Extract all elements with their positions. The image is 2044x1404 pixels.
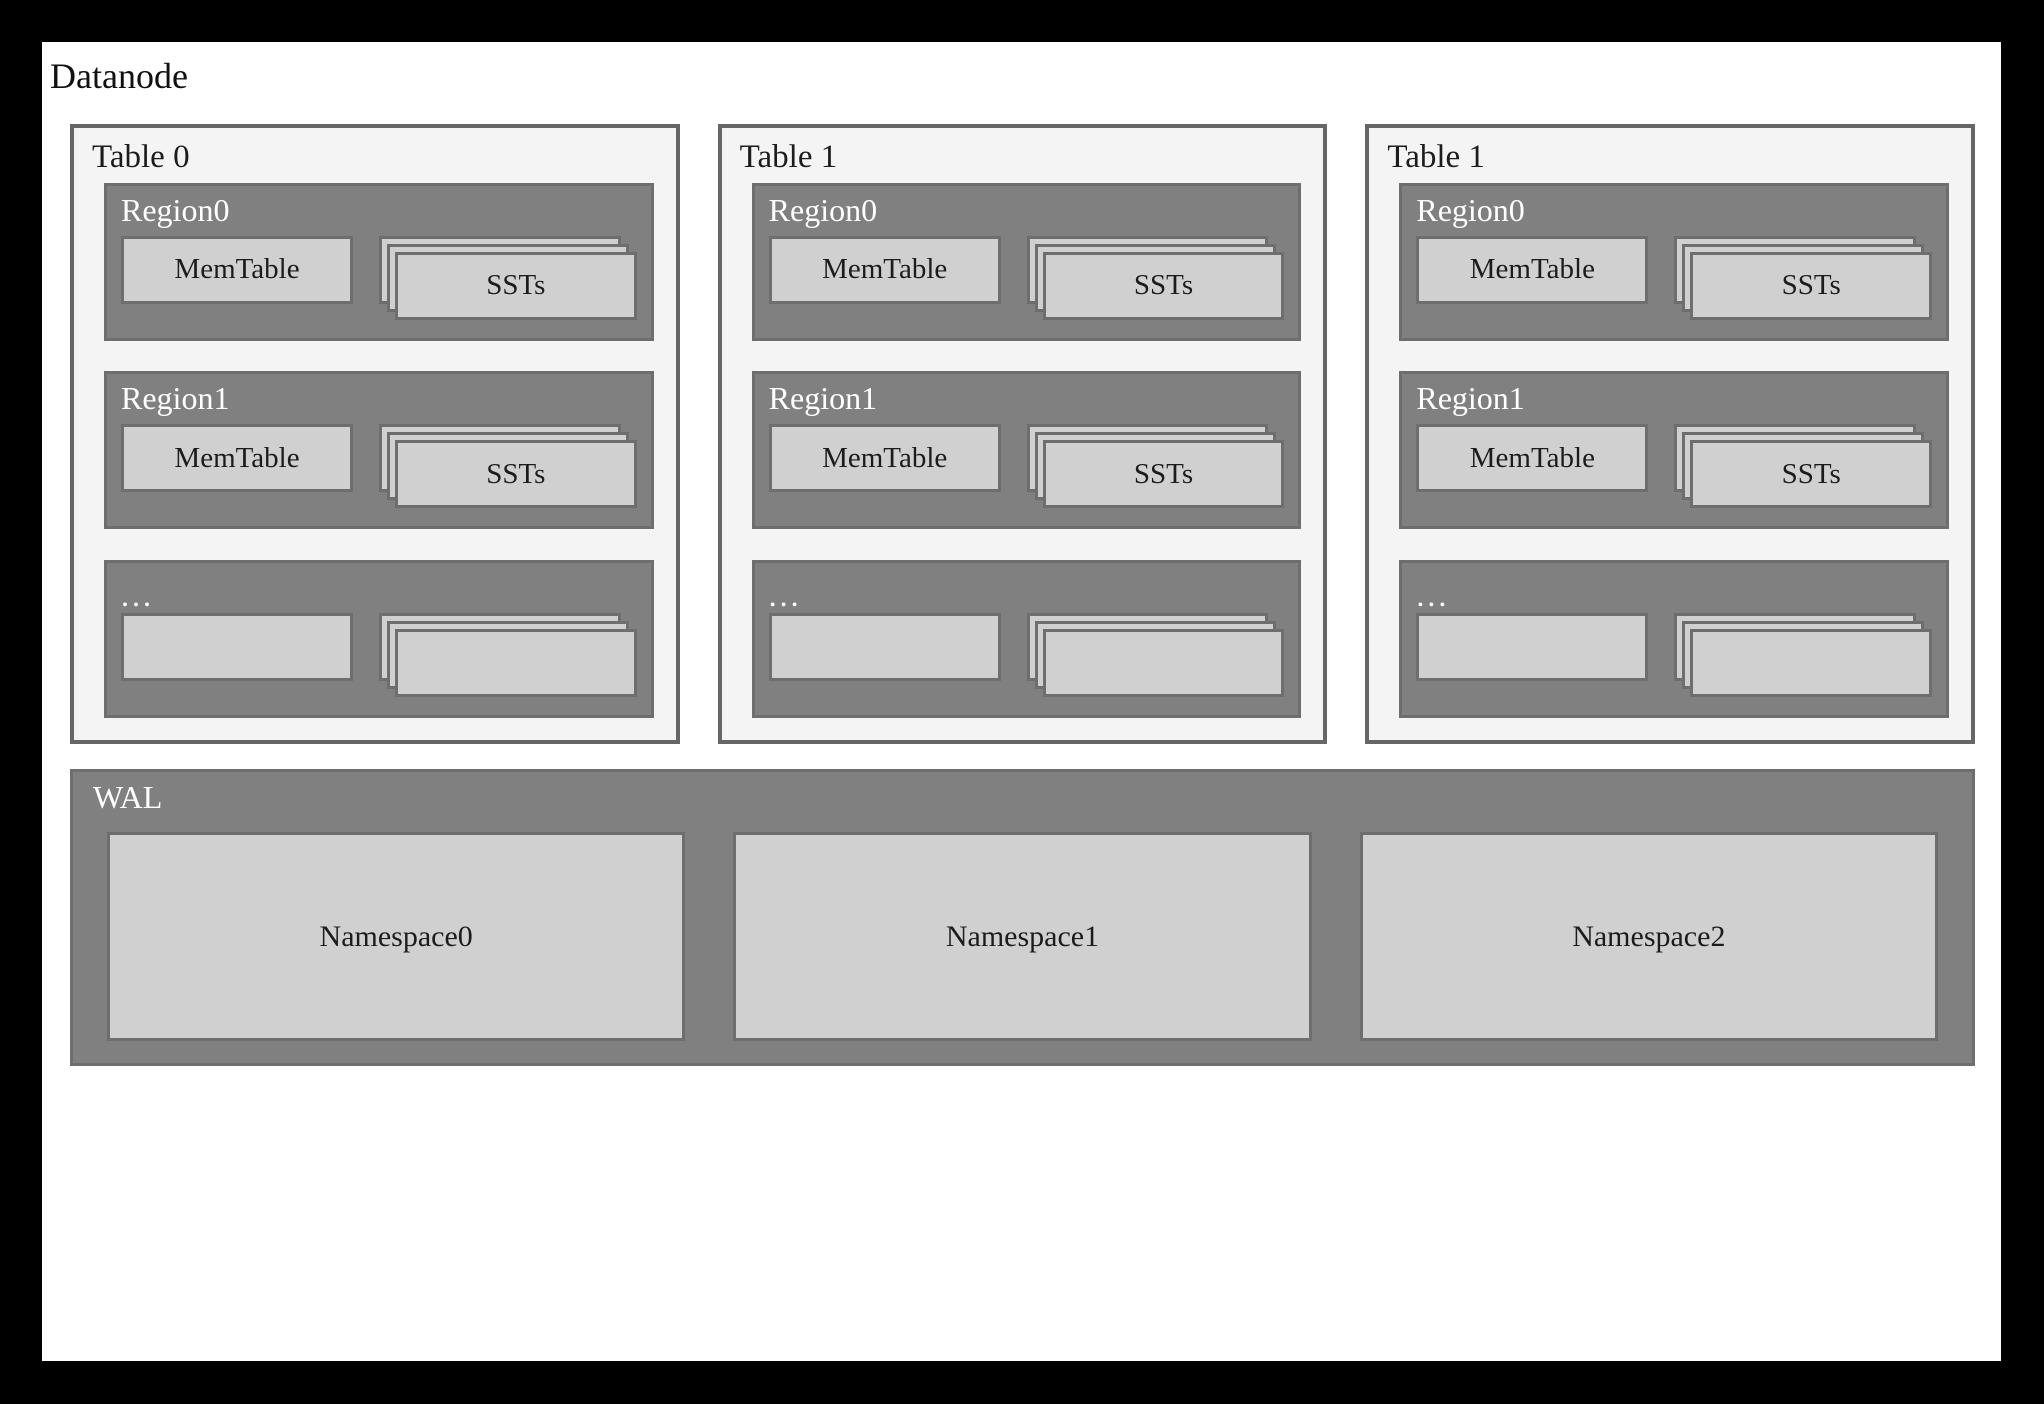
region-body	[121, 613, 637, 701]
tables-row: Table 0 Region0 MemTable SSTs Region1	[70, 124, 1976, 744]
sst-layer-front	[395, 629, 637, 697]
region-body	[768, 613, 1285, 701]
ellipsis-label: ...	[121, 577, 154, 613]
region-block[interactable]: Region0 MemTable SSTs	[104, 182, 654, 341]
region-block-ellipsis[interactable]: ...	[1399, 560, 1950, 718]
region-block-ellipsis[interactable]: ...	[104, 560, 654, 718]
memtable-box[interactable]	[768, 613, 1001, 681]
table-panel-1[interactable]: Table 1 Region0 MemTable SSTs Region1	[717, 124, 1328, 744]
sst-layer-front: SSTs	[1690, 440, 1933, 509]
memtable-box[interactable]: MemTable	[768, 235, 1001, 304]
region-body: MemTable SSTs	[121, 424, 637, 512]
sst-layer-front: SSTs	[1690, 251, 1933, 320]
ssts-stack[interactable]: SSTs	[379, 424, 637, 509]
namespace-row: Namespace0 Namespace1 Namespace2	[107, 832, 1938, 1041]
region-block[interactable]: Region1 MemTable SSTs	[104, 371, 654, 530]
memtable-box[interactable]: MemTable	[121, 424, 354, 493]
wal-label: WAL	[93, 779, 163, 815]
memtable-box[interactable]: MemTable	[1416, 235, 1649, 304]
ssts-stack[interactable]	[1026, 613, 1285, 697]
sst-layer-front: SSTs	[395, 440, 637, 509]
sst-layer-front	[1690, 629, 1933, 697]
sst-layer-front: SSTs	[1042, 251, 1285, 320]
region-body: MemTable SSTs	[1416, 235, 1933, 324]
wal-band[interactable]: WAL Namespace0 Namespace1 Namespace2	[70, 769, 1975, 1066]
table-title: Table 1	[739, 139, 838, 175]
regions-stack: Region0 MemTable SSTs Region1 MemTable	[88, 182, 662, 726]
namespace-box-2[interactable]: Namespace2	[1359, 832, 1938, 1041]
ssts-stack[interactable]: SSTs	[1674, 424, 1933, 509]
region-body: MemTable SSTs	[768, 424, 1285, 512]
table-title: Table 0	[92, 139, 190, 175]
region-label: Region0	[768, 191, 878, 228]
ssts-stack[interactable]: SSTs	[1026, 235, 1285, 320]
datanode-canvas: Datanode Table 0 Region0 MemTable SSTs	[42, 42, 2001, 1361]
table-panel-0[interactable]: Table 0 Region0 MemTable SSTs Region1	[70, 124, 680, 744]
table-panel-2[interactable]: Table 1 Region0 MemTable SSTs Region1	[1365, 124, 1976, 744]
region-body: MemTable SSTs	[1416, 424, 1933, 512]
table-title: Table 1	[1387, 139, 1485, 175]
region-block-ellipsis[interactable]: ...	[751, 560, 1302, 718]
page-title: Datanode	[50, 56, 188, 96]
ellipsis-label: ...	[768, 577, 802, 613]
region-label: Region1	[768, 380, 878, 417]
memtable-box[interactable]	[1416, 613, 1649, 681]
region-block[interactable]: Region0 MemTable SSTs	[751, 182, 1302, 341]
region-block[interactable]: Region1 MemTable SSTs	[1399, 371, 1950, 530]
ssts-stack[interactable]: SSTs	[379, 235, 637, 320]
sst-layer-front	[1042, 629, 1285, 697]
namespace-box-0[interactable]: Namespace0	[107, 832, 686, 1041]
memtable-box[interactable]: MemTable	[768, 424, 1001, 493]
regions-stack: Region0 MemTable SSTs Region1 MemTable	[736, 182, 1310, 726]
regions-stack: Region0 MemTable SSTs Region1 MemTable	[1383, 182, 1957, 726]
region-label: Region1	[121, 380, 230, 417]
region-body: MemTable SSTs	[121, 235, 637, 324]
ssts-stack[interactable]: SSTs	[1674, 235, 1933, 320]
region-body	[1416, 613, 1933, 701]
ssts-stack[interactable]	[1674, 613, 1933, 697]
region-label: Region0	[1416, 191, 1525, 228]
ellipsis-label: ...	[1416, 577, 1450, 613]
ssts-stack[interactable]	[379, 613, 637, 697]
region-block[interactable]: Region1 MemTable SSTs	[751, 371, 1302, 530]
region-body: MemTable SSTs	[768, 235, 1285, 324]
namespace-box-1[interactable]: Namespace1	[733, 832, 1312, 1041]
memtable-box[interactable]: MemTable	[1416, 424, 1649, 493]
sst-layer-front: SSTs	[1042, 440, 1285, 509]
ssts-stack[interactable]: SSTs	[1026, 424, 1285, 509]
region-label: Region1	[1416, 380, 1525, 417]
sst-layer-front: SSTs	[395, 251, 637, 320]
memtable-box[interactable]	[121, 613, 354, 681]
region-block[interactable]: Region0 MemTable SSTs	[1399, 182, 1950, 341]
region-label: Region0	[121, 191, 230, 228]
memtable-box[interactable]: MemTable	[121, 235, 354, 304]
